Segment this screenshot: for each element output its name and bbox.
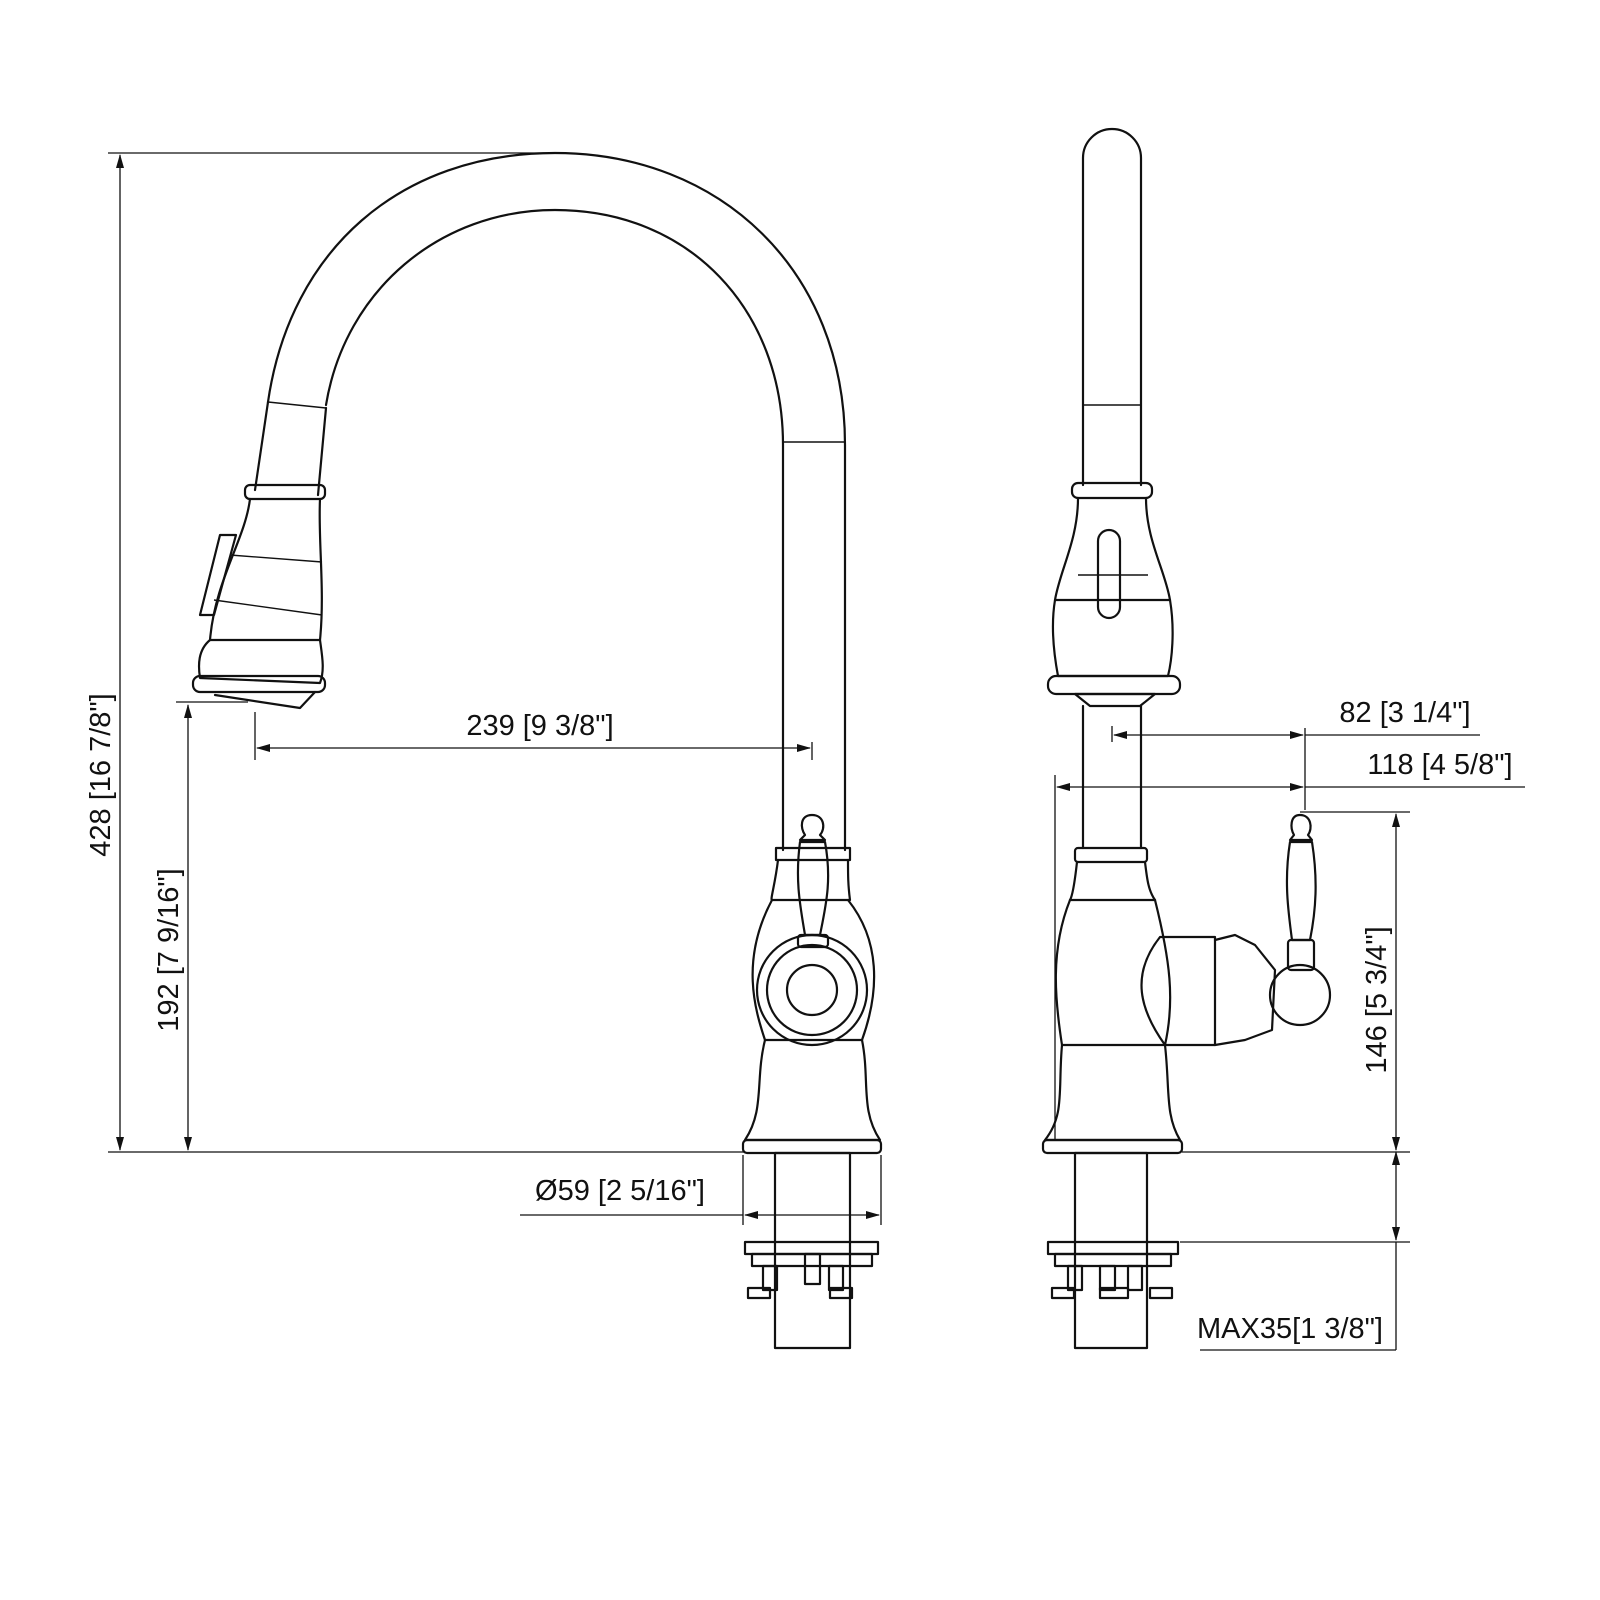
spout-side [1081, 127, 1143, 487]
dimension-base-diameter: Ø59 [2 5/16"] [520, 1155, 882, 1225]
spray-head [191, 483, 327, 710]
spray-head-side [1046, 481, 1182, 708]
spout-outer [266, 151, 847, 852]
hose-sleeve-top [267, 401, 327, 409]
side-depth-label: 118 [4 5/8"] [1367, 749, 1512, 781]
handle-height-label: 146 [5 3/4"] [1361, 926, 1393, 1073]
faucet-body-side [1041, 704, 1332, 1350]
base-diameter-label: Ø59 [2 5/16"] [535, 1175, 705, 1207]
spout-inner [324, 208, 785, 852]
front-view [191, 151, 883, 1350]
handle-offset-label: 82 [3 1/4"] [1339, 697, 1470, 729]
hose-sleeve [253, 400, 328, 497]
side-view [1041, 127, 1332, 1350]
dimension-max-deck: MAX35[1 3/8"] [1180, 1151, 1410, 1351]
dimension-side-depth: 118 [4 5/8"] [1054, 749, 1525, 1140]
dimension-handle-offset: 82 [3 1/4"] [1111, 697, 1480, 810]
dimension-outlet-height: 192 [7 9/16"] [153, 701, 248, 1151]
max-deck-label: MAX35[1 3/8"] [1197, 1313, 1383, 1345]
dimension-reach: 239 [9 3/8"] [254, 710, 813, 760]
dimension-handle-height: 146 [5 3/4"] [1182, 811, 1410, 1153]
faucet-body [741, 813, 883, 1350]
outlet-height-label: 192 [7 9/16"] [153, 868, 185, 1031]
dimension-overall-height: 428 [16 7/8"] [85, 152, 745, 1153]
overall-height-label: 428 [16 7/8"] [85, 693, 117, 856]
reach-label: 239 [9 3/8"] [466, 710, 613, 742]
